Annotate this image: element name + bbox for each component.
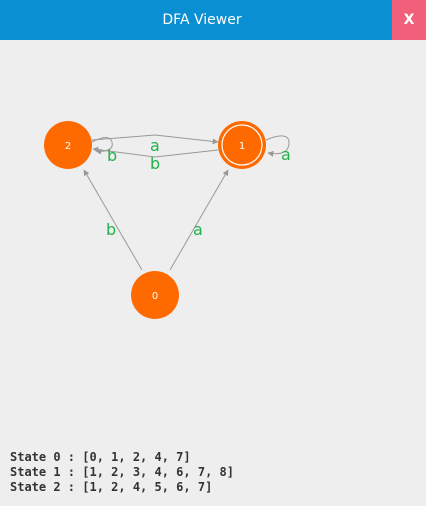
- state-label-0: 0: [152, 291, 158, 302]
- edge-label-1-1: a: [281, 145, 291, 164]
- state-label-2: 2: [65, 141, 71, 152]
- edge-1-1-loop: [265, 135, 290, 157]
- state-node-2[interactable]: 2: [44, 121, 92, 169]
- edge-label-2-1: a: [150, 136, 160, 155]
- edge-label-1-2: b: [150, 154, 160, 173]
- state-label-1: 1: [239, 141, 245, 152]
- state-set-1: State 1 : [1, 2, 3, 4, 6, 7, 8]: [10, 465, 234, 479]
- window-title: DFA Viewer: [162, 12, 242, 28]
- state-node-0[interactable]: 0: [131, 271, 179, 319]
- edge-0-1: [169, 169, 229, 271]
- dfa-graph: b a a b b a 0 1 2: [44, 121, 291, 319]
- edge-0-2: [83, 169, 143, 271]
- state-set-0: State 0 : [0, 1, 2, 4, 7]: [10, 450, 191, 464]
- title-bar: DFA Viewer X: [0, 0, 426, 40]
- edge-1-2: [92, 146, 219, 158]
- state-node-1[interactable]: 1: [218, 121, 266, 169]
- edge-label-2-2: b: [107, 146, 117, 165]
- edge-2-2-loop: [91, 137, 113, 155]
- state-set-2: State 2 : [1, 2, 4, 5, 6, 7]: [10, 480, 213, 494]
- close-button[interactable]: X: [392, 0, 426, 40]
- edge-2-1: [91, 134, 219, 145]
- edge-label-0-2: b: [106, 220, 116, 239]
- edge-label-0-1: a: [193, 220, 203, 239]
- state-sets-panel: State 0 : [0, 1, 2, 4, 7] State 1 : [1, …: [10, 450, 234, 495]
- accepting-ring: [221, 124, 263, 166]
